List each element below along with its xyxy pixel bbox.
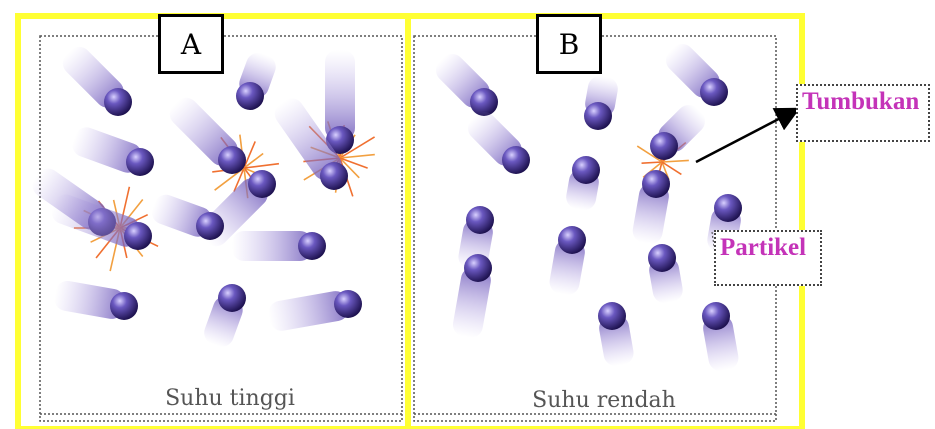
sphere-particle-icon — [502, 146, 530, 174]
particle-a-10 — [232, 231, 326, 261]
particles-layer — [28, 39, 743, 373]
particle-a-3 — [165, 93, 246, 174]
panel-b-letter: B — [559, 28, 580, 61]
particle-b-2 — [661, 39, 728, 106]
panel-a-label: A — [158, 14, 224, 74]
particle-a-13 — [267, 289, 362, 332]
panel-b-label: B — [536, 14, 602, 74]
particle-b-0 — [431, 49, 498, 116]
particle-b-10 — [451, 254, 493, 340]
sphere-particle-icon — [650, 132, 678, 160]
particle-b-6 — [631, 170, 671, 246]
particle-b-3 — [463, 107, 530, 174]
sphere-particle-icon — [126, 148, 154, 176]
panel-a-letter: A — [181, 28, 201, 61]
panel-a-caption: Suhu tinggi — [120, 386, 340, 411]
arrow-icon — [696, 110, 796, 162]
sphere-particle-icon — [572, 156, 600, 184]
particle-a-9 — [148, 191, 224, 240]
sphere-particle-icon — [470, 88, 498, 116]
sphere-particle-icon — [218, 284, 246, 312]
sphere-particle-icon — [648, 244, 676, 272]
sphere-particle-icon — [334, 290, 362, 318]
sphere-particle-icon — [298, 232, 326, 260]
sphere-particle-icon — [702, 302, 730, 330]
sphere-particle-icon — [714, 194, 742, 222]
particle-a-0 — [58, 42, 132, 116]
spark-ray — [662, 160, 689, 162]
panel-b-caption: Suhu rendah — [494, 388, 714, 413]
particle-annotation: Partikel — [714, 230, 822, 286]
sphere-particle-icon — [110, 292, 138, 320]
sphere-particle-icon — [642, 170, 670, 198]
sphere-particle-icon — [584, 102, 612, 130]
particle-b-11 — [647, 244, 684, 305]
sphere-particle-icon — [218, 146, 246, 174]
sphere-particle-icon — [248, 170, 276, 198]
sphere-particle-icon — [236, 82, 264, 110]
particle-b-5 — [564, 156, 600, 212]
sphere-particle-icon — [464, 254, 492, 282]
sphere-particle-icon — [124, 222, 152, 250]
sphere-particle-icon — [104, 88, 132, 116]
particle-a-4 — [325, 50, 355, 154]
particle-a-1 — [236, 50, 279, 110]
sphere-particle-icon — [558, 226, 586, 254]
sphere-particle-icon — [700, 78, 728, 106]
sphere-particle-icon — [196, 212, 224, 240]
particle-b-13 — [701, 302, 740, 373]
sphere-particle-icon — [598, 302, 626, 330]
particle-b-4 — [650, 100, 710, 160]
spark-ray — [642, 162, 662, 163]
particle-b-12 — [597, 302, 635, 368]
particle-b-9 — [548, 226, 587, 297]
particle-a-12 — [52, 279, 138, 321]
sphere-particle-icon — [320, 162, 348, 190]
particle-a-2 — [69, 124, 154, 176]
collision-annotation: Tumbukan — [796, 84, 930, 142]
sphere-particle-icon — [466, 206, 494, 234]
particle-b-1 — [583, 74, 619, 130]
particle-a-11 — [201, 284, 246, 350]
